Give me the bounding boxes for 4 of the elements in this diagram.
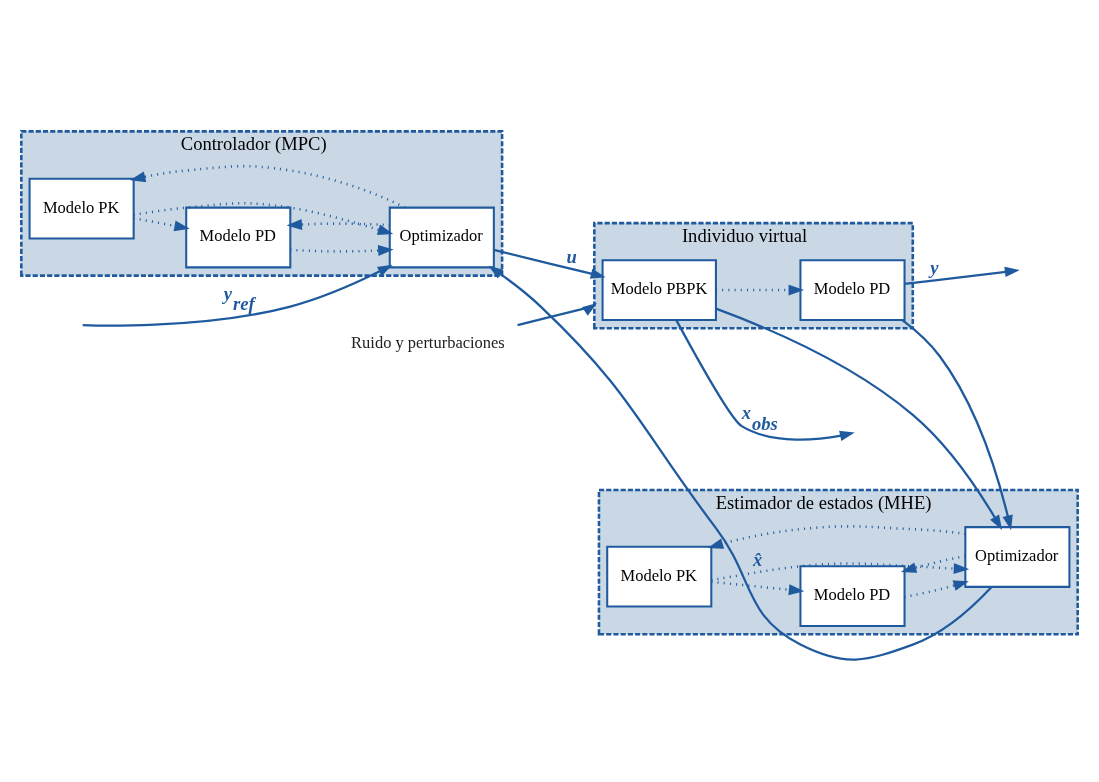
- edge-label: x̂: [753, 548, 763, 570]
- node-text: Ruido y perturbaciones: [351, 332, 505, 352]
- edge-label: u: [566, 245, 577, 267]
- edge-label: y: [930, 256, 939, 278]
